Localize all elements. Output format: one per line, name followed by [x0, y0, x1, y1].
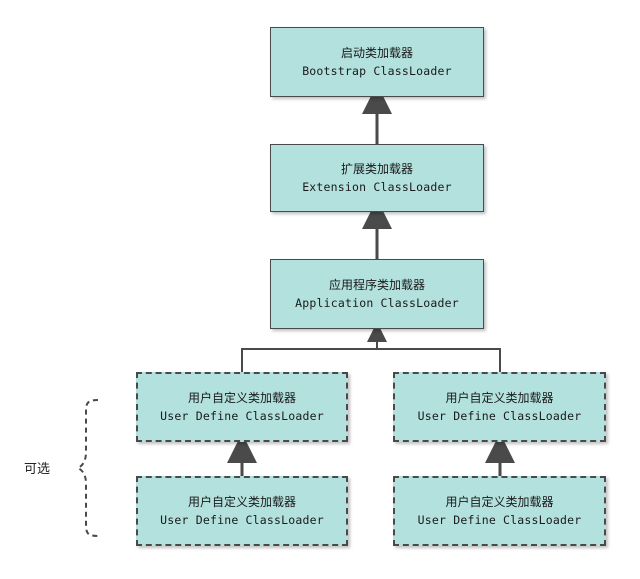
user-left-top-en-label: User Define ClassLoader — [160, 409, 324, 423]
user-right-top-cn-label: 用户自定义类加载器 — [445, 391, 554, 405]
extension-en-label: Extension ClassLoader — [302, 180, 452, 194]
bracket-users-to-application — [241, 348, 501, 372]
user-classloader-left-bottom: 用户自定义类加载器 User Define ClassLoader — [136, 476, 348, 546]
bootstrap-en-label: Bootstrap ClassLoader — [302, 64, 452, 78]
bootstrap-classloader-box: 启动类加载器 Bootstrap ClassLoader — [270, 27, 484, 97]
application-cn-label: 应用程序类加载器 — [328, 278, 425, 292]
optional-bracket — [75, 399, 99, 537]
bootstrap-cn-label: 启动类加载器 — [340, 46, 413, 60]
user-classloader-right-bottom: 用户自定义类加载器 User Define ClassLoader — [393, 476, 606, 546]
optional-label: 可选 — [24, 462, 51, 477]
user-right-bottom-en-label: User Define ClassLoader — [417, 513, 582, 527]
application-classloader-box: 应用程序类加载器 Application ClassLoader — [270, 259, 484, 329]
application-en-label: Application ClassLoader — [295, 296, 459, 310]
user-right-bottom-cn-label: 用户自定义类加载器 — [445, 495, 554, 509]
user-classloader-right-top: 用户自定义类加载器 User Define ClassLoader — [393, 372, 606, 442]
user-left-bottom-en-label: User Define ClassLoader — [160, 513, 324, 527]
user-left-bottom-cn-label: 用户自定义类加载器 — [187, 495, 296, 509]
extension-cn-label: 扩展类加载器 — [340, 162, 413, 176]
user-right-top-en-label: User Define ClassLoader — [417, 409, 582, 423]
user-classloader-left-top: 用户自定义类加载器 User Define ClassLoader — [136, 372, 348, 442]
extension-classloader-box: 扩展类加载器 Extension ClassLoader — [270, 144, 484, 212]
user-left-top-cn-label: 用户自定义类加载器 — [187, 391, 296, 405]
